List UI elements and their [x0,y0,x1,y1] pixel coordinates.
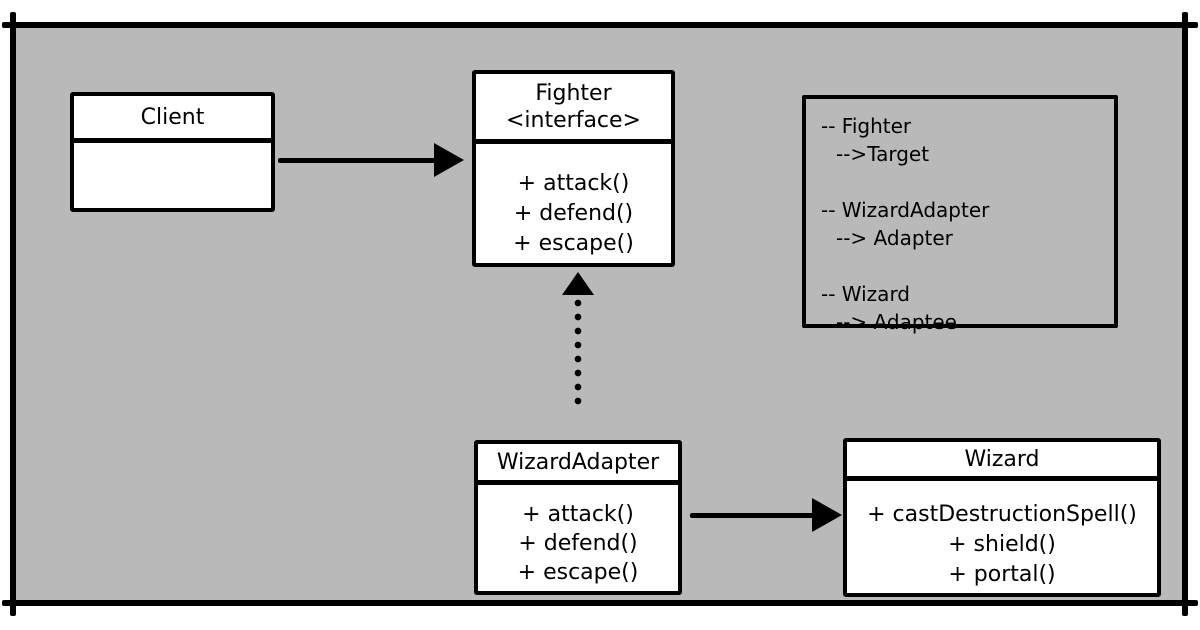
class-title: Client [74,96,271,138]
legend-class-label: -- Wizard [821,282,911,306]
compartment-divider [478,480,678,485]
corner-mark-bottom-right [1172,600,1198,606]
methods-compartment: + attack() + defend() + escape() [476,144,671,259]
method-item: + castDestructionSpell() [867,502,1137,527]
dotted-arrow-shaft [574,296,582,410]
arrow-head-icon [812,498,842,532]
compartment-divider [74,138,271,143]
arrow-wizard-adapter-to-wizard [690,498,842,532]
class-name: Client [140,104,205,130]
legend-role-label: --> Adaptee [836,310,957,334]
method-item: + escape() [513,231,634,256]
corner-mark-top-left [2,22,28,28]
class-box-fighter: Fighter <interface> + attack() + defend(… [472,70,675,267]
legend-class-label: -- WizardAdapter [821,198,990,222]
arrow-shaft [690,513,816,518]
method-item: + escape() [517,560,639,585]
legend-entry: -- Wizard --> Adaptee [821,280,1106,336]
method-item: + attack() [517,171,630,196]
class-stereotype: <interface> [506,107,641,133]
corner-mark-bottom-left [2,600,28,606]
corner-mark-top-right [1172,22,1198,28]
arrow-head-icon [562,272,594,295]
compartment-divider [476,139,671,144]
class-box-wizard: Wizard + castDestructionSpell() + shield… [843,438,1161,597]
compartment-divider [847,476,1157,481]
legend-box: -- Fighter -->Target -- WizardAdapter --… [802,95,1118,334]
legend-role-label: -->Target [836,142,930,166]
class-name: Wizard [964,446,1040,472]
legend-role-label: --> Adapter [836,226,953,250]
methods-compartment: + castDestructionSpell() + shield() + po… [847,481,1157,590]
legend-class-label: -- Fighter [821,114,912,138]
arrow-head-icon [434,143,464,177]
method-item: + attack() [522,502,634,527]
class-title: WizardAdapter [478,444,678,480]
class-box-wizard-adapter: WizardAdapter + attack() + defend() + es… [474,440,682,595]
class-title: Fighter <interface> [476,74,671,139]
method-item: + shield() [948,532,1056,557]
legend-entry: -- Fighter -->Target [821,112,1106,168]
arrow-client-to-fighter [278,143,464,177]
method-item: + defend() [513,201,634,226]
legend-entry: -- WizardAdapter --> Adapter [821,196,1106,252]
method-item: + portal() [948,562,1056,587]
class-name: WizardAdapter [496,449,660,475]
method-item: + defend() [518,531,638,556]
arrow-wizard-adapter-to-fighter [562,272,594,410]
arrow-shaft [278,158,438,163]
methods-compartment: + attack() + defend() + escape() [478,485,678,587]
class-name: Fighter [535,80,612,106]
class-title: Wizard [847,442,1157,476]
class-box-client: Client [70,92,275,212]
